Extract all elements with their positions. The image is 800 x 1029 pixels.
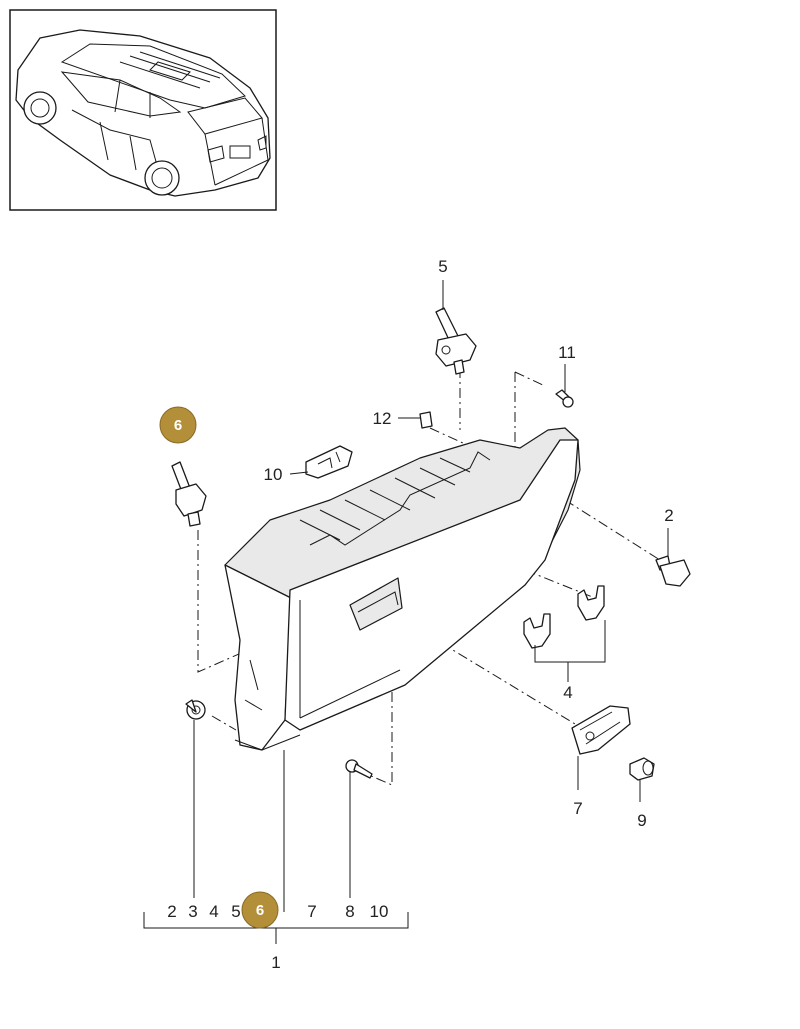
lock-part-7 [571, 705, 631, 755]
damper-part-5 [435, 307, 477, 375]
bumper-part-2 [655, 555, 691, 587]
callout-4: 4 [563, 683, 572, 702]
callout-2: 2 [664, 506, 673, 525]
row-number-2: 2 [167, 902, 176, 921]
row-number-4: 4 [209, 902, 218, 921]
screw-part-8 [345, 759, 373, 779]
row-number-10: 10 [370, 902, 389, 921]
callout-11: 11 [558, 343, 576, 362]
callout-labels: 5 11 12 10 2 4 7 9 1 [264, 257, 674, 972]
vehicle-thumbnail [9, 9, 277, 211]
row-number-5: 5 [231, 902, 240, 921]
bracket-part-10 [305, 445, 353, 479]
rivet-part-3 [185, 699, 206, 720]
highlight-badge-6-row: 6 [241, 891, 279, 929]
handle-recess [349, 577, 403, 631]
badge-6-label: 6 [174, 417, 182, 434]
clip-nut-part-12 [419, 411, 433, 429]
suv-illustration [15, 29, 271, 197]
callout-7: 7 [573, 799, 582, 818]
assembly-number-row: 2 3 4 5 6 7 8 10 [167, 891, 389, 929]
callout-1: 1 [271, 953, 280, 972]
callout-9: 9 [637, 811, 646, 830]
row-number-3: 3 [188, 902, 197, 921]
glove-box-door [284, 439, 579, 731]
glove-box-assembly [224, 427, 581, 751]
highlight-badge-6: 6 [159, 406, 197, 444]
row-number-6: 6 [256, 902, 264, 919]
row-number-8: 8 [345, 902, 354, 921]
callout-5: 5 [438, 257, 447, 276]
row-number-7: 7 [307, 902, 316, 921]
lock-cylinder-part-9 [629, 757, 655, 781]
screw-part-11 [555, 389, 574, 408]
damper-part-6 [171, 461, 207, 527]
leader-lines [143, 280, 669, 944]
clips-part-4 [523, 585, 605, 649]
callout-12: 12 [373, 409, 392, 428]
callout-10: 10 [264, 465, 283, 484]
